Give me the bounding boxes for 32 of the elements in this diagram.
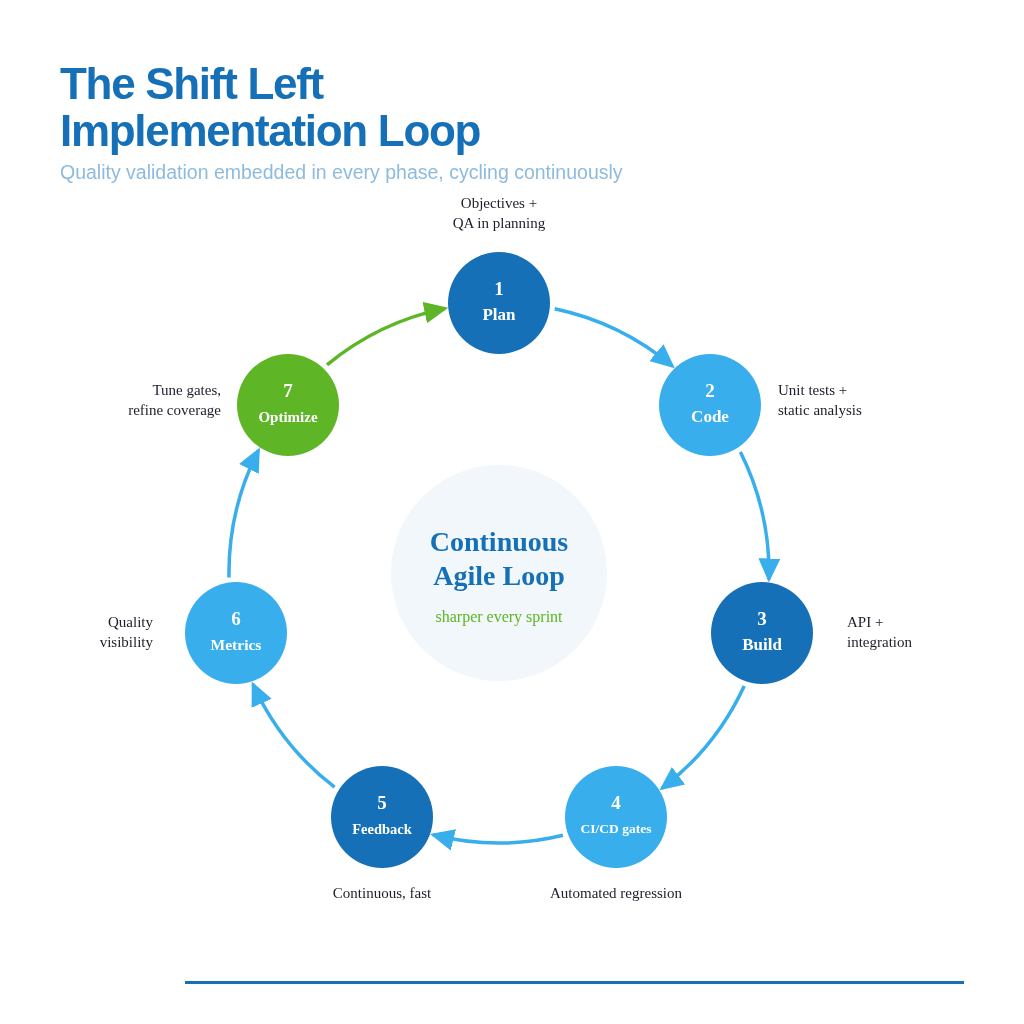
- step-number: 1: [494, 277, 504, 300]
- phase-note: Objectives + QA in planning: [451, 194, 547, 233]
- hub-tagline: sharper every sprint: [435, 607, 563, 627]
- diagram-title: The Shift Left Implementation Loop: [60, 60, 482, 154]
- arrow: [738, 451, 780, 583]
- step-number: 3: [757, 607, 767, 630]
- phase-name: Plan: [482, 304, 516, 325]
- step-number: 4: [611, 791, 621, 814]
- step-number: 6: [231, 607, 241, 630]
- phase-name: Feedback: [352, 819, 412, 839]
- arrow: [430, 827, 564, 850]
- phase-note: Unit tests + static analysis: [778, 381, 863, 420]
- arrow: [325, 303, 449, 367]
- phase-note: Quality visibility: [98, 613, 153, 652]
- phase-name: Code: [691, 406, 729, 427]
- arrow: [554, 307, 675, 368]
- step-number: 5: [377, 791, 387, 814]
- phase-name: Build: [742, 634, 782, 655]
- phase-name: Optimize: [258, 407, 318, 427]
- phase-note: Tune gates, refine coverage: [127, 381, 221, 420]
- phase-name: Metrics: [210, 634, 262, 655]
- step-number: 2: [705, 379, 715, 402]
- arrow: [251, 681, 336, 789]
- phase-name: CI/CD gates: [580, 819, 652, 838]
- step-number: 7: [283, 379, 293, 402]
- arrow: [227, 447, 261, 578]
- phase-note: Automated regression: [548, 884, 684, 903]
- hub-title: Continuous Agile Loop: [428, 525, 570, 593]
- arrow: [659, 685, 746, 791]
- subtitle: Quality validation embedded in every phase, cycling continuously: [60, 160, 623, 184]
- phase-note: API + integration: [847, 613, 913, 652]
- phase-note: Continuous, fast: [331, 884, 433, 903]
